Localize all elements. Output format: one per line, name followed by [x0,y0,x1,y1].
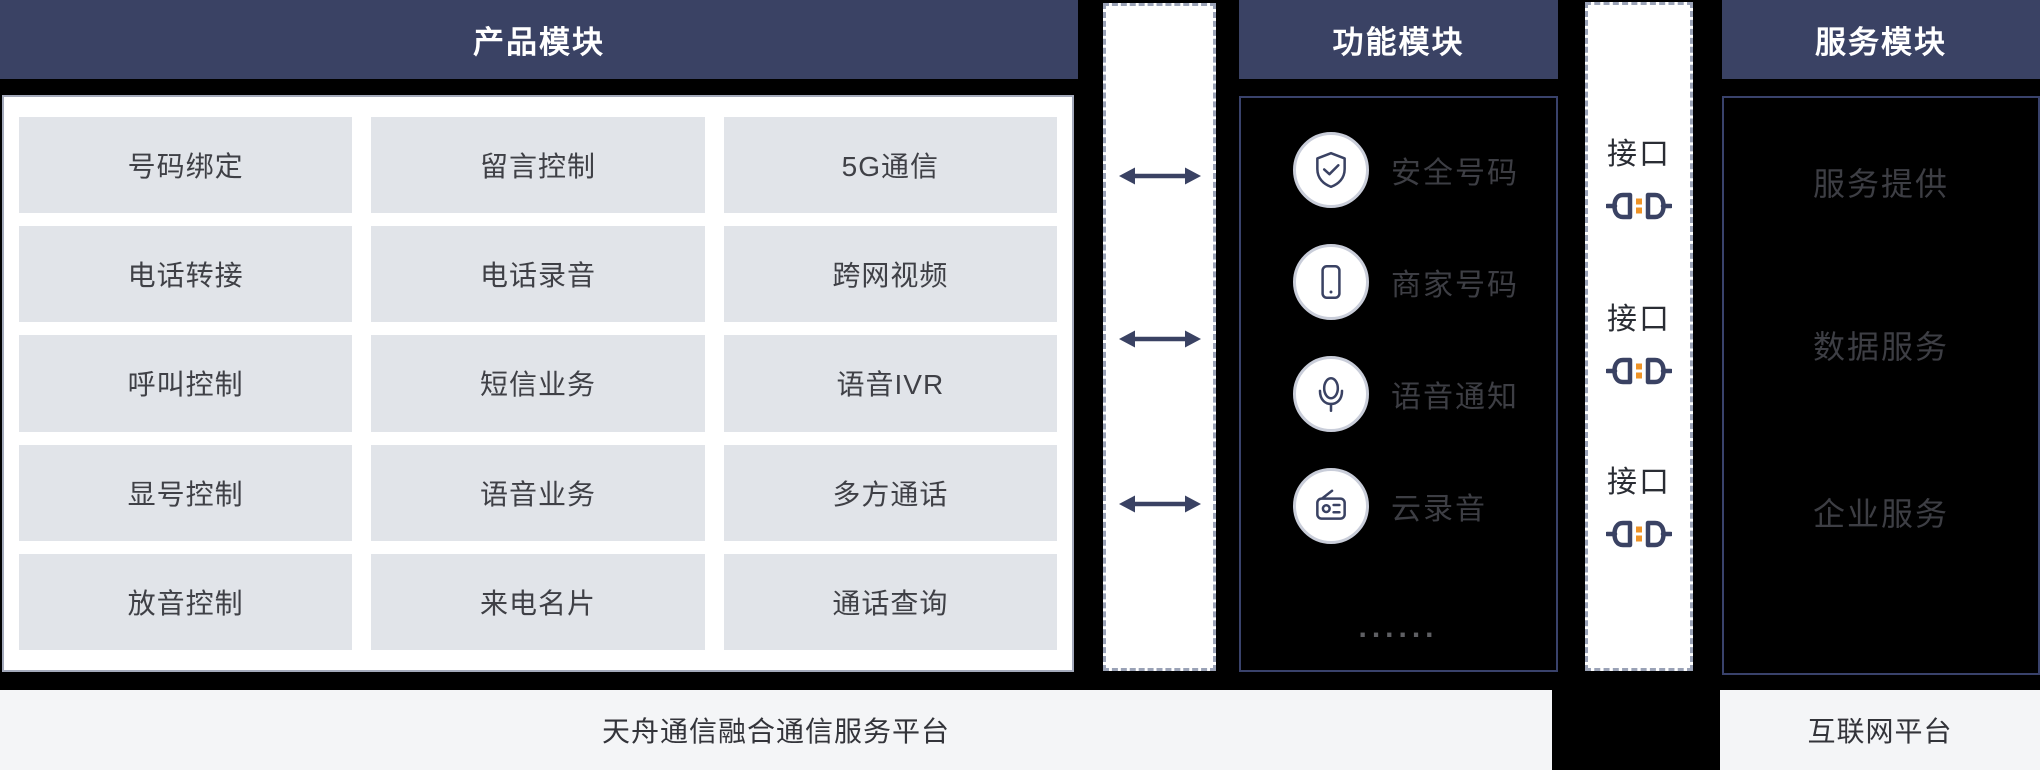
double-headed-arrow-icon [1118,165,1201,187]
product-cell: 跨网视频 [723,226,1057,323]
function-module-title: 功能模块 [1332,25,1465,60]
service-item-label: 服务提供 [1812,166,1949,202]
more-items-ellipsis: ...... [1358,611,1439,644]
internet-platform-caption-strip: 互联网平台 [1720,690,2040,770]
function-item-label: 商家号码 [1391,269,1519,302]
shield-check-icon [1293,132,1369,208]
internet-platform-caption: 互联网平台 [1807,716,1953,747]
function-item: 安全号码 [1293,132,1519,208]
interface-strip: 接口 接口 [1585,2,1693,671]
service-module-panel: 服务提供 数据服务 企业服务 [1722,96,2040,675]
product-cell: 电话转接 [19,226,353,323]
product-cell: 多方通话 [723,444,1057,541]
product-cell: 5G通信 [723,117,1057,214]
service-item-label: 数据服务 [1812,329,1949,365]
function-item: 商家号码 [1293,244,1519,320]
function-item-label: 安全号码 [1391,157,1519,190]
plug-connector-icon [1606,516,1672,552]
connection-arrows-strip [1103,3,1216,671]
function-item: 语音通知 [1293,356,1519,432]
product-cell: 电话录音 [371,226,705,323]
product-cell: 号码绑定 [19,117,353,214]
function-item: 云录音 [1293,468,1487,544]
interface-label: 接口 [1607,138,1671,171]
plug-connector-icon [1606,188,1672,224]
product-cell: 放音控制 [19,553,353,650]
plug-connector-icon [1606,353,1672,389]
microphone-icon [1293,356,1369,432]
product-cell: 来电名片 [371,553,705,650]
interface-group: 接口 [1588,462,1690,552]
function-item-label: 语音通知 [1391,381,1519,414]
interface-group: 接口 [1588,299,1690,389]
function-module-panel: 安全号码 商家号码 语音通知 [1239,96,1558,672]
service-module-header: 服务模块 [1722,0,2040,79]
service-module-title: 服务模块 [1815,25,1947,60]
product-cell: 通话查询 [723,553,1057,650]
product-cell: 显号控制 [19,444,353,541]
double-headed-arrow-icon [1118,328,1201,350]
voice-recorder-icon [1293,468,1369,544]
product-cell: 语音IVR [723,335,1057,432]
product-module-title: 产品模块 [473,25,605,60]
interface-label: 接口 [1607,466,1671,499]
interface-label: 接口 [1607,303,1671,336]
double-headed-arrow-icon [1118,493,1201,515]
product-cell: 短信业务 [371,335,705,432]
product-cell: 语音业务 [371,444,705,541]
product-module-panel: 号码绑定 留言控制 5G通信 电话转接 电话录音 跨网视频 呼叫控制 短信业务 … [2,95,1074,672]
interface-group: 接口 [1588,134,1690,224]
product-cell: 留言控制 [371,117,705,214]
service-item-label: 企业服务 [1812,496,1949,532]
product-cell: 呼叫控制 [19,335,353,432]
function-item-label: 云录音 [1391,493,1487,526]
platform-caption: 天舟通信融合通信服务平台 [601,716,950,747]
smartphone-icon [1293,244,1369,320]
function-module-header: 功能模块 [1239,0,1558,79]
product-module-header: 产品模块 [0,0,1078,79]
platform-caption-strip: 天舟通信融合通信服务平台 [0,690,1552,770]
